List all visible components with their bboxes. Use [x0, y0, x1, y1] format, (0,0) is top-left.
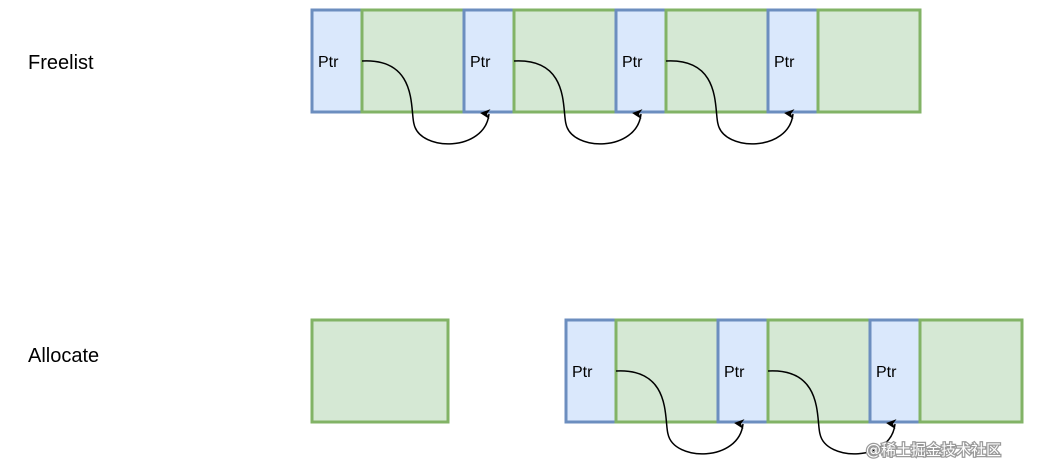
allocate-ptr-label-2: Ptr [724, 364, 745, 381]
allocate-ptr-label-1: Ptr [572, 364, 593, 381]
allocate-link-arrow-1 [615, 370, 745, 455]
freelist-row-label: Freelist [28, 52, 94, 74]
freelist-data-block-1 [360, 8, 466, 114]
watermark-text: @稀土掘金技术社区 [866, 441, 1001, 459]
freelist-ptr-label-4: Ptr [774, 54, 795, 71]
freelist-ptr-label-2: Ptr [470, 54, 491, 71]
freelist-ptr-block-1 [310, 8, 364, 114]
freelist-link-arrow-2 [513, 60, 643, 145]
allocate-ptr-block-2 [716, 318, 770, 424]
allocate-ptr-label-3: Ptr [876, 364, 897, 381]
allocated-data-block [310, 318, 450, 424]
allocate-ptr-block-3 [868, 318, 922, 424]
allocate-row: Ptr Ptr Ptr [310, 318, 1024, 455]
freelist-link-arrow-3 [665, 60, 795, 145]
freelist-row: Ptr Ptr Ptr Ptr [310, 8, 922, 145]
freelist-ptr-label-3: Ptr [622, 54, 643, 71]
freelist-data-block-4 [816, 8, 922, 114]
freelist-link-arrow-1 [361, 60, 491, 145]
allocate-link-arrow-2 [767, 370, 897, 455]
allocate-row-label: Allocate [28, 345, 99, 367]
allocate-data-block-3 [918, 318, 1024, 424]
allocate-ptr-block-1 [564, 318, 618, 424]
freelist-ptr-label-1: Ptr [318, 54, 339, 71]
